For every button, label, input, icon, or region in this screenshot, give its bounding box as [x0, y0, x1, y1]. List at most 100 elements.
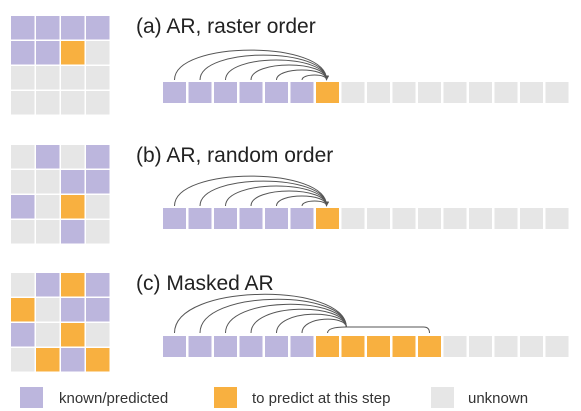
grid-cell: [11, 16, 35, 40]
grid-cell: [11, 323, 35, 347]
panel-title: (a) AR, raster order: [136, 15, 316, 38]
sequence-token: [163, 82, 186, 103]
sequence-token: [163, 208, 186, 229]
grid-cell: [86, 145, 110, 169]
sequence-token: [392, 208, 416, 229]
sequence-token: [290, 336, 314, 357]
grid-cell: [36, 348, 60, 372]
grid-cell: [86, 195, 110, 219]
token-sequence: [163, 336, 569, 357]
grid-cell: [11, 298, 35, 322]
legend-swatch-known: [20, 387, 43, 408]
sequence-token: [494, 336, 518, 357]
grid-cell: [11, 170, 35, 194]
sequence-token: [341, 82, 365, 103]
sequence-token: [341, 208, 365, 229]
sequence-token: [316, 336, 339, 357]
sequence-token: [392, 82, 416, 103]
grid-cell: [61, 273, 85, 297]
sequence-token: [163, 336, 186, 357]
grid-cell: [86, 170, 110, 194]
grid-cell: [36, 145, 60, 169]
grid-cell: [36, 298, 60, 322]
panel-masked-ar: (c) Masked AR: [11, 272, 569, 372]
grid-cell: [61, 145, 85, 169]
grid-cell: [61, 66, 85, 90]
sequence-token: [392, 336, 416, 357]
sequence-token: [188, 208, 212, 229]
dependency-arc: [276, 313, 347, 334]
grid-cell: [11, 195, 35, 219]
dependency-arc: [199, 298, 347, 334]
target-bracket: [327, 326, 430, 334]
sequence-token: [469, 208, 492, 229]
sequence-token: [239, 336, 263, 357]
grid-cell: [36, 16, 60, 40]
grid-cell: [86, 348, 110, 372]
panel-title: (c) Masked AR: [136, 272, 274, 295]
sequence-token: [290, 82, 314, 103]
grid-cell: [36, 91, 60, 115]
grid-cell: [61, 348, 85, 372]
sequence-token: [545, 208, 569, 229]
dependency-arc: [250, 308, 347, 334]
sequence-token: [265, 82, 288, 103]
sequence-token: [316, 208, 339, 229]
dependency-arc: [250, 190, 329, 207]
token-grid: [11, 145, 110, 244]
grid-cell: [36, 220, 60, 244]
sequence-token: [367, 82, 390, 103]
sequence-token: [520, 336, 543, 357]
grid-cell: [86, 16, 110, 40]
sequence-token: [239, 82, 263, 103]
dependency-arc: [174, 293, 347, 334]
sequence-token: [443, 82, 467, 103]
grid-cell: [61, 41, 85, 65]
sequence-token: [494, 208, 518, 229]
sequence-token: [316, 82, 339, 103]
dependency-arc: [301, 200, 330, 207]
dependency-arc: [250, 64, 329, 81]
token-sequence: [163, 208, 569, 229]
dependency-arc: [199, 54, 329, 81]
grid-cell: [61, 16, 85, 40]
grid-cell: [36, 170, 60, 194]
sequence-token: [418, 82, 441, 103]
sequence-token: [545, 82, 569, 103]
grid-cell: [11, 145, 35, 169]
dependency-arc: [199, 180, 329, 207]
grid-cell: [11, 273, 35, 297]
dependency-arc: [174, 175, 329, 207]
grid-cell: [86, 323, 110, 347]
grid-cell: [61, 220, 85, 244]
sequence-token: [418, 336, 441, 357]
legend-label-known: known/predicted: [59, 390, 168, 407]
grid-cell: [11, 66, 35, 90]
grid-cell: [11, 91, 35, 115]
token-grid: [11, 16, 110, 115]
sequence-token: [520, 82, 543, 103]
sequence-token: [290, 208, 314, 229]
sequence-token: [265, 208, 288, 229]
legend: known/predicted to predict at this step …: [20, 387, 528, 408]
grid-cell: [86, 66, 110, 90]
dependency-arcs: [174, 175, 330, 207]
grid-cell: [36, 66, 60, 90]
token-sequence: [163, 82, 569, 103]
sequence-token: [341, 336, 365, 357]
sequence-token: [214, 336, 237, 357]
legend-label-unknown: unknown: [468, 390, 528, 407]
sequence-token: [418, 208, 441, 229]
grid-cell: [86, 41, 110, 65]
dependency-arc: [225, 185, 329, 207]
panel-random-order: (b) AR, random order: [11, 144, 569, 244]
dependency-arc: [225, 59, 329, 81]
dependency-arc: [174, 49, 329, 81]
dependency-arcs: [174, 293, 430, 334]
token-grid: [11, 273, 110, 372]
grid-cell: [61, 298, 85, 322]
grid-cell: [11, 41, 35, 65]
sequence-token: [443, 336, 467, 357]
panel-raster-order: (a) AR, raster order: [11, 15, 569, 115]
